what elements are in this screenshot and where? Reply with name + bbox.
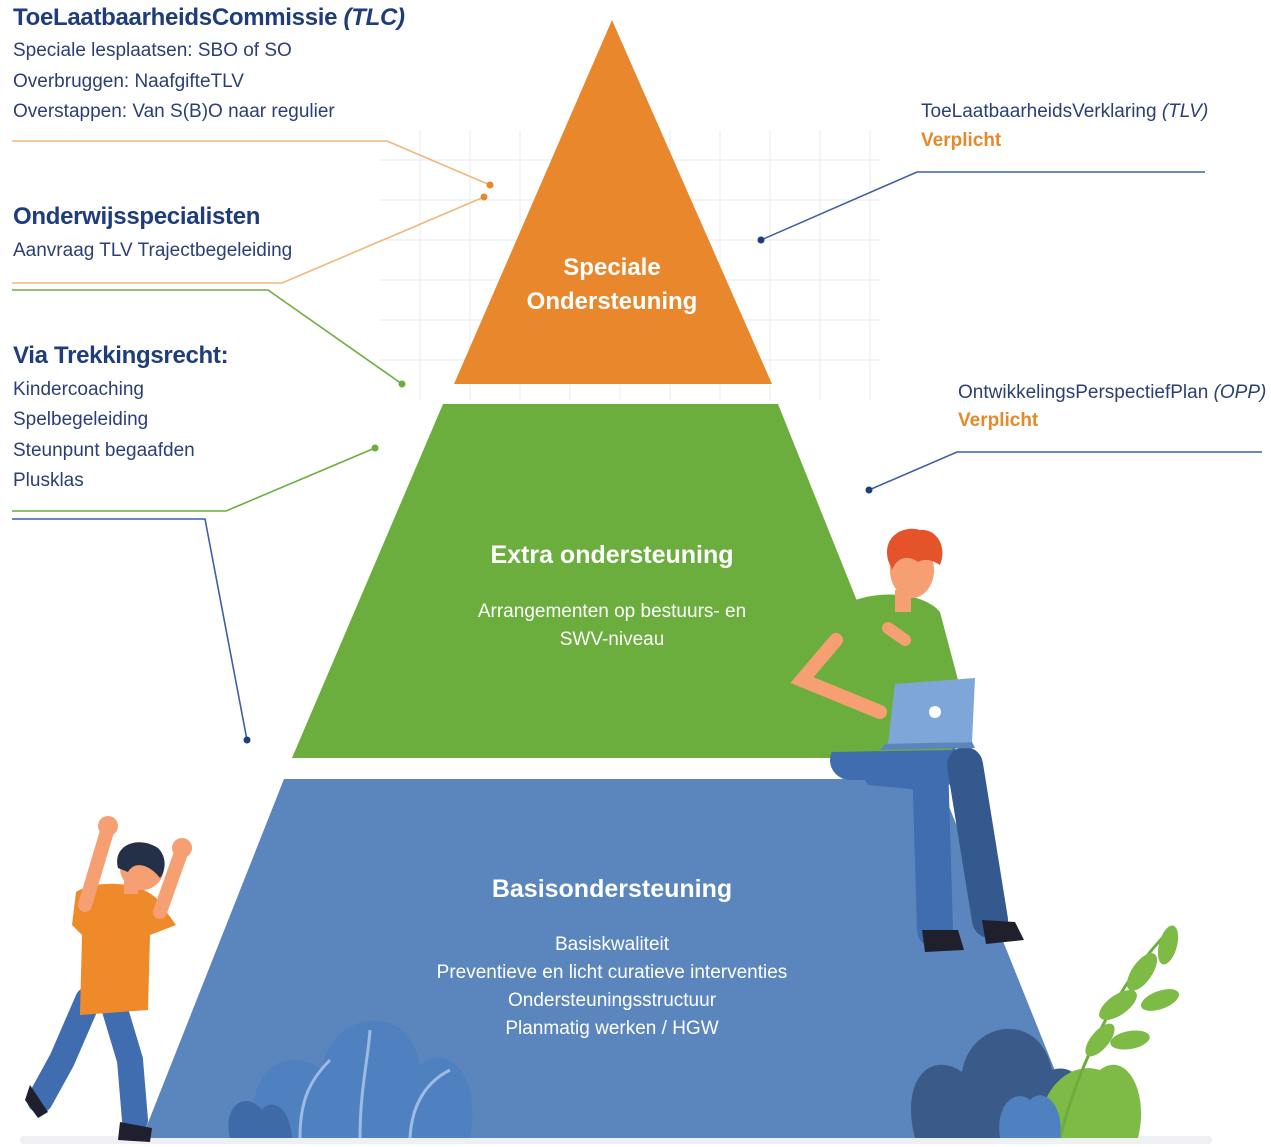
trekking-item-2: Spelbegeleiding xyxy=(13,409,149,430)
tlv-title-text: ToeLaatbaarheidsVerklaring xyxy=(921,101,1157,122)
tlc-title: ToeLaatbaarheidsCommissie (TLC) xyxy=(13,4,405,32)
tlv-status: Verplicht xyxy=(921,130,1002,151)
tlc-item-2: Overbruggen: NaafgifteTLV xyxy=(13,71,244,92)
tlc-item-1: Speciale lesplaatsen: SBO of SO xyxy=(13,40,292,61)
onderwijs-title: Onderwijsspecialisten xyxy=(13,203,261,230)
plant-right xyxy=(911,925,1180,1139)
tlc-item-3: Overstappen: Van S(B)O naar regulier xyxy=(13,101,335,122)
opp-title-abbr: (OPP) xyxy=(1213,382,1267,403)
tlv-title: ToeLaatbaarheidsVerklaring (TLV) xyxy=(921,97,1208,128)
trekking-item-1: Kindercoaching xyxy=(13,379,144,400)
tier-speciaal-line2: Ondersteuning xyxy=(526,288,698,315)
tlc-title-text: ToeLaatbaarheidsCommissie xyxy=(13,4,338,31)
tier-extra xyxy=(292,404,920,758)
tier-basis-line4: Planmatig werken / HGW xyxy=(505,1018,719,1039)
connector-lines xyxy=(12,140,1262,744)
tier-speciaal xyxy=(454,20,772,384)
trekking-item-3: Steunpunt begaafden xyxy=(13,440,195,461)
person-with-laptop xyxy=(790,528,1024,952)
opp-status: Verplicht xyxy=(958,410,1039,431)
tier-basis-line3: Ondersteuningsstructuur xyxy=(507,990,717,1011)
tier-extra-line2: SWV-niveau xyxy=(559,629,665,650)
tier-basis-line1: Basiskwaliteit xyxy=(554,934,670,955)
onderwijs-item-1: Aanvraag TLV Trajectbegeleiding xyxy=(13,240,293,261)
child-figure xyxy=(25,816,192,1142)
opp-title: OntwikkelingsPerspectiefPlan (OPP) xyxy=(958,378,1266,409)
opp-title-text: OntwikkelingsPerspectiefPlan xyxy=(958,382,1209,403)
tlc-title-abbr: (TLC) xyxy=(343,4,405,31)
plant-left xyxy=(228,1020,473,1139)
tier-speciaal-line1: Speciale xyxy=(563,254,661,281)
tier-extra-title: Extra ondersteuning xyxy=(490,541,734,569)
trekking-title: Via Trekkingsrecht: xyxy=(13,342,229,369)
tier-extra-line1: Arrangementen op bestuurs- en xyxy=(477,601,747,622)
tier-basis-title: Basisondersteuning xyxy=(491,875,733,903)
tlv-title-abbr: (TLV) xyxy=(1161,101,1209,122)
trekking-item-4: Plusklas xyxy=(13,470,84,491)
tier-basis-line2: Preventieve en licht curatieve intervent… xyxy=(436,962,788,983)
